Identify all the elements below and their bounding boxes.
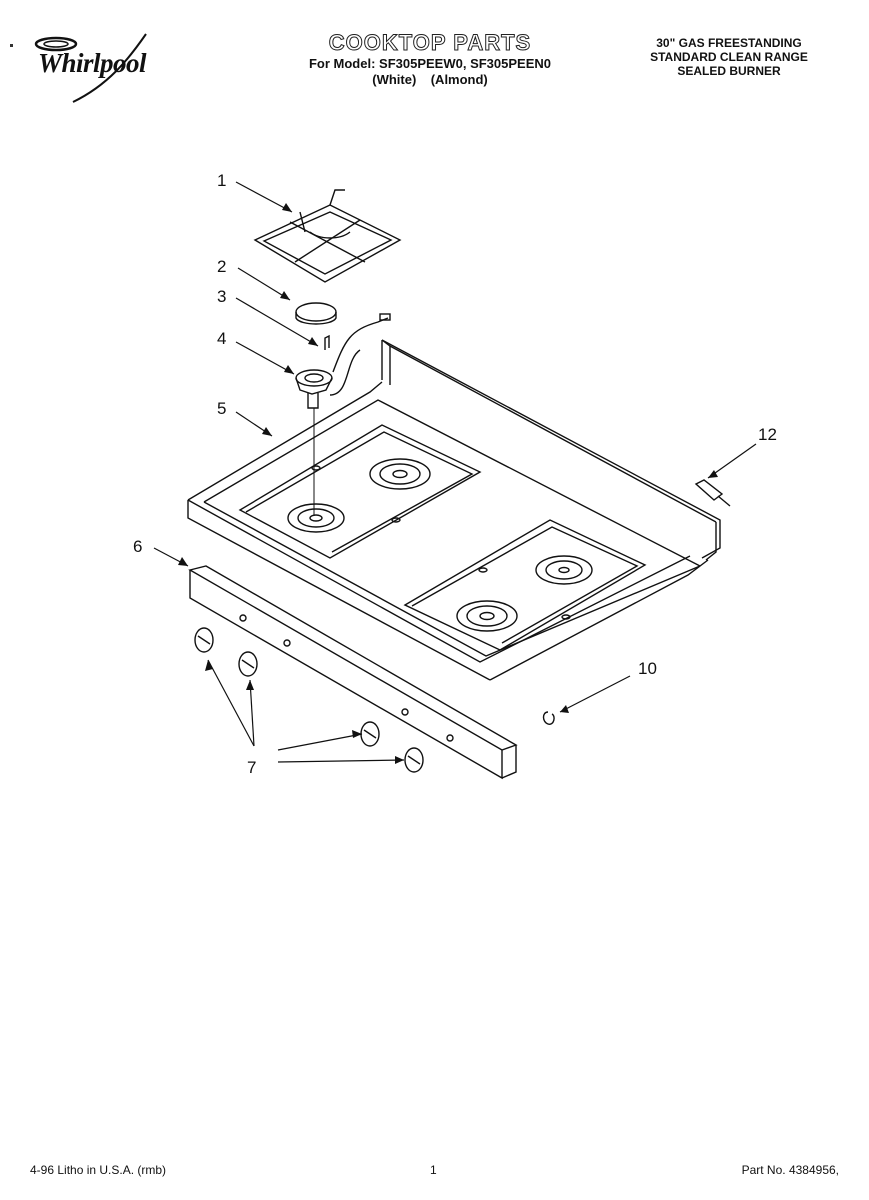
callout-6: 6 xyxy=(133,537,142,556)
callout-4: 4 xyxy=(217,329,226,348)
callout-1: 1 xyxy=(217,171,226,190)
igniter xyxy=(324,313,391,396)
control-knobs xyxy=(194,627,424,773)
knob-1 xyxy=(194,627,214,653)
callout-12: 12 xyxy=(758,425,777,444)
whirlpool-swirl-icon xyxy=(34,33,147,103)
model-line: For Model: SF305PEEW0, SF305PEEN0 xyxy=(308,56,552,71)
page-number: 1 xyxy=(430,1163,437,1177)
product-description: 30" GAS FREESTANDING STANDARD CLEAN RANG… xyxy=(619,36,839,78)
callout-7: 7 xyxy=(247,758,256,777)
arrowheads xyxy=(178,203,718,764)
whirlpool-logo xyxy=(28,30,178,110)
mounting-clip xyxy=(542,711,555,725)
page-title: COOKTOP PARTS xyxy=(328,30,532,56)
header: COOKTOP PARTS For Model: SF305PEEW0, SF3… xyxy=(260,30,600,88)
footer-litho: 4-96 Litho in U.S.A. (rmb) xyxy=(30,1163,167,1177)
product-line-1: 30" GAS FREESTANDING xyxy=(656,36,802,50)
knob-2 xyxy=(238,651,258,677)
part-number: Part No. 4384956, xyxy=(741,1163,839,1177)
callout-2: 2 xyxy=(217,257,226,276)
callout-5: 5 xyxy=(217,399,226,418)
product-line-3: SEALED BURNER xyxy=(677,64,781,78)
burner-grate xyxy=(253,189,402,283)
rear-bracket xyxy=(694,479,731,507)
callout-10: 10 xyxy=(638,659,657,678)
callout-3: 3 xyxy=(217,287,226,306)
knob-4 xyxy=(404,747,424,773)
knob-3 xyxy=(360,721,380,747)
variant-line: (White) (Almond) xyxy=(372,72,488,87)
brand-name: Whirlpool xyxy=(38,48,147,78)
scan-dot xyxy=(10,44,13,47)
burner-cap xyxy=(295,302,337,325)
burner-base xyxy=(295,369,333,516)
callout-leaders xyxy=(153,181,757,763)
cooktop-tray xyxy=(187,339,721,681)
product-line-2: STANDARD CLEAN RANGE xyxy=(650,50,808,64)
control-panel-strip xyxy=(188,565,518,780)
